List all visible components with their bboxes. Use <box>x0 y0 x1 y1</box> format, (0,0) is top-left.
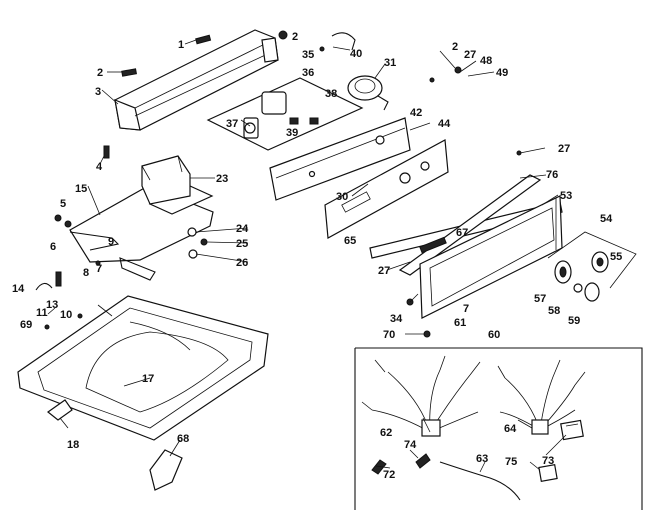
plug-72 <box>371 459 387 475</box>
wire-harness-64 <box>497 359 586 435</box>
callout-2: 2 <box>97 67 103 79</box>
callout-40: 40 <box>350 48 362 60</box>
clip-2-top <box>278 30 288 40</box>
bracket-18 <box>47 399 73 421</box>
connector-75 <box>538 464 558 482</box>
leader-lines <box>47 39 567 473</box>
callout-48: 48 <box>480 55 492 67</box>
knob-55 <box>591 251 609 273</box>
callout-62: 62 <box>380 427 392 439</box>
screw-2-left <box>121 68 137 77</box>
callout-64: 64 <box>504 423 517 435</box>
callout-11: 11 <box>36 307 48 319</box>
callout-8: 8 <box>83 267 89 279</box>
callout-74: 74 <box>404 439 417 451</box>
callout-2: 2 <box>292 31 298 43</box>
callout-65: 65 <box>344 235 356 247</box>
callout-36: 36 <box>302 67 314 79</box>
callout-27: 27 <box>464 49 476 61</box>
callout-61: 61 <box>454 317 466 329</box>
screw-1 <box>195 34 212 45</box>
callout-30: 30 <box>336 191 348 203</box>
callout-7: 7 <box>463 303 469 315</box>
callout-76: 76 <box>546 169 558 181</box>
top-cover <box>69 155 214 263</box>
wire-harness-62 <box>361 355 481 437</box>
callout-9: 9 <box>108 236 114 248</box>
callout-72: 72 <box>383 469 395 481</box>
callout-42: 42 <box>410 107 422 119</box>
callout-75: 75 <box>505 456 517 468</box>
callout-14: 14 <box>12 283 25 295</box>
callout-70: 70 <box>383 329 395 341</box>
callout-68: 68 <box>177 433 189 445</box>
wire-63 <box>439 461 521 501</box>
callout-15: 15 <box>75 183 87 195</box>
callout-35: 35 <box>302 49 314 61</box>
callout-27: 27 <box>558 143 570 155</box>
callout-27: 27 <box>378 265 390 277</box>
trim-strip <box>369 174 563 276</box>
cabinet-top <box>17 295 269 441</box>
lid-switch <box>54 214 156 281</box>
harness-inset <box>354 347 643 510</box>
callout-49: 49 <box>496 67 508 79</box>
control-panel-face <box>324 139 449 239</box>
callout-25: 25 <box>236 238 248 250</box>
callout-18: 18 <box>67 439 79 451</box>
callout-37: 37 <box>226 118 238 130</box>
callout-24: 24 <box>236 223 249 235</box>
callout-54: 54 <box>600 213 613 225</box>
timer-motor <box>331 32 389 111</box>
callout-13: 13 <box>46 299 58 311</box>
callout-31: 31 <box>384 57 396 69</box>
callout-23: 23 <box>216 173 228 185</box>
callout-58: 58 <box>548 305 560 317</box>
callout-60: 60 <box>488 329 500 341</box>
callout-73: 73 <box>542 455 554 467</box>
callout-59: 59 <box>568 315 580 327</box>
callout-34: 34 <box>390 313 403 325</box>
timer-bracket <box>206 77 364 151</box>
control-panel <box>269 117 411 201</box>
washer-58 <box>573 283 583 293</box>
callout-1: 1 <box>178 39 184 51</box>
callout-26: 26 <box>236 257 248 269</box>
callout-69: 69 <box>20 319 32 331</box>
callout-57: 57 <box>534 293 546 305</box>
callout-7: 7 <box>96 263 102 275</box>
callout-67: 67 <box>456 227 468 239</box>
callout-2: 2 <box>452 41 458 53</box>
callout-3: 3 <box>95 86 101 98</box>
console-backsplash <box>114 29 279 131</box>
screw-4 <box>103 145 110 159</box>
callout-10: 10 <box>60 309 72 321</box>
callout-labels: 1 2 2 2 2 3 4 5 6 7 7 8 9 10 11 13 14 15… <box>12 31 622 481</box>
plug-74 <box>415 453 431 469</box>
callout-53: 53 <box>560 190 572 202</box>
knob-57 <box>554 260 572 284</box>
callout-17: 17 <box>142 373 154 385</box>
terminal-block-73 <box>560 419 584 441</box>
callout-39: 39 <box>286 127 298 139</box>
callout-5: 5 <box>60 198 66 210</box>
callout-38: 38 <box>325 88 337 100</box>
callout-63: 63 <box>476 453 488 465</box>
callout-4: 4 <box>96 161 103 173</box>
callout-6: 6 <box>50 241 56 253</box>
callout-55: 55 <box>610 251 622 263</box>
knob-59 <box>584 282 600 302</box>
clip-14 <box>35 271 62 291</box>
callout-44: 44 <box>438 118 451 130</box>
bracket-68 <box>149 449 183 491</box>
